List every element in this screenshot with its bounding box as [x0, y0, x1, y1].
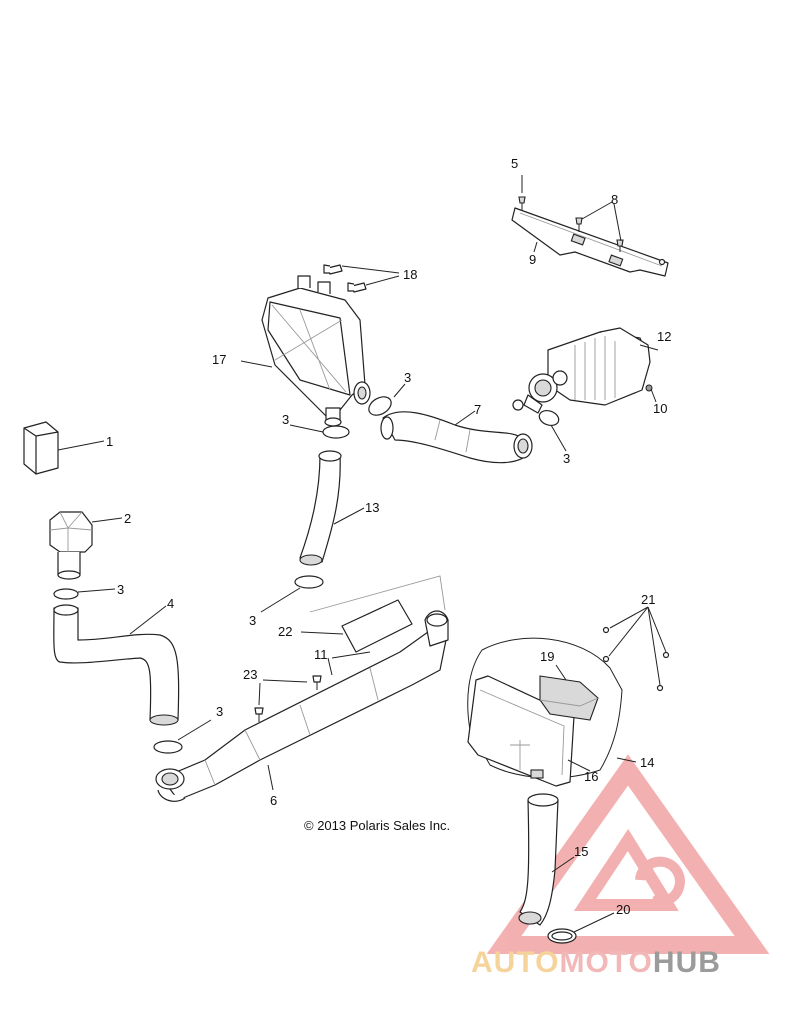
callout-1: 1 — [106, 434, 113, 449]
callout-3-duct: 3 — [216, 704, 223, 719]
screws-part-21 — [602, 626, 670, 692]
callout-12: 12 — [657, 329, 671, 344]
watermark-logo-icon — [486, 754, 770, 954]
callout-14: 14 — [640, 755, 654, 770]
callout-labels: 1 2 3 4 5 8 9 12 10 3 7 3 3 17 18 13 3 2… — [106, 156, 671, 917]
callout-3-throttle: 3 — [563, 451, 570, 466]
callout-11: 11 — [314, 647, 328, 662]
outlet-tube-part-15 — [518, 793, 559, 926]
callout-7: 7 — [474, 402, 481, 417]
callout-20: 20 — [616, 902, 630, 917]
block-part-1 — [23, 421, 59, 475]
callout-16: 16 — [584, 769, 598, 784]
callout-9: 9 — [529, 252, 536, 267]
breather-cap-part-2 — [49, 511, 93, 580]
callout-15: 15 — [574, 844, 588, 859]
callout-22: 22 — [278, 624, 292, 639]
throttle-assembly-part-12 — [512, 327, 653, 414]
callout-13: 13 — [365, 500, 379, 515]
callout-3-tube: 3 — [282, 412, 289, 427]
pad-part-22 — [309, 575, 446, 653]
copyright-text: © 2013 Polaris Sales Inc. — [304, 818, 450, 833]
callout-5: 5 — [511, 156, 518, 171]
foam-part-19 — [539, 675, 599, 721]
callout-23: 23 — [243, 667, 257, 682]
watermark-auto: AUTO — [471, 946, 559, 979]
callout-21: 21 — [641, 592, 655, 607]
bent-pipe-part-4 — [53, 604, 180, 726]
tube-part-13 — [299, 450, 342, 566]
callout-17: 17 — [212, 352, 226, 367]
callout-19: 19 — [540, 649, 554, 664]
fastener-part-18 — [323, 264, 367, 293]
clamp-part-20 — [547, 928, 577, 944]
callout-4: 4 — [167, 596, 174, 611]
callout-10: 10 — [653, 401, 667, 416]
long-duct-part-6-11 — [155, 610, 449, 802]
callout-18: 18 — [403, 267, 417, 282]
fastener-part-23 — [254, 675, 322, 722]
callout-3-lower: 3 — [249, 613, 256, 628]
callout-2: 2 — [124, 511, 131, 526]
intake-duct-part-7 — [380, 411, 533, 464]
watermark-moto: MOTO — [559, 946, 652, 979]
leader-lines — [57, 175, 667, 933]
watermark-text: AUTOMOTOHUB — [471, 946, 721, 979]
callout-3: 3 — [117, 582, 124, 597]
airbox-housing-part-17 — [261, 275, 371, 427]
callout-3-airbox: 3 — [404, 370, 411, 385]
callout-8: 8 — [611, 192, 618, 207]
watermark-hub: HUB — [653, 946, 721, 979]
callout-6: 6 — [270, 793, 277, 808]
bracket-part-9 — [511, 196, 669, 277]
hose-clamps-part-3 — [53, 396, 560, 754]
filter-assembly-part-14 — [467, 637, 623, 787]
